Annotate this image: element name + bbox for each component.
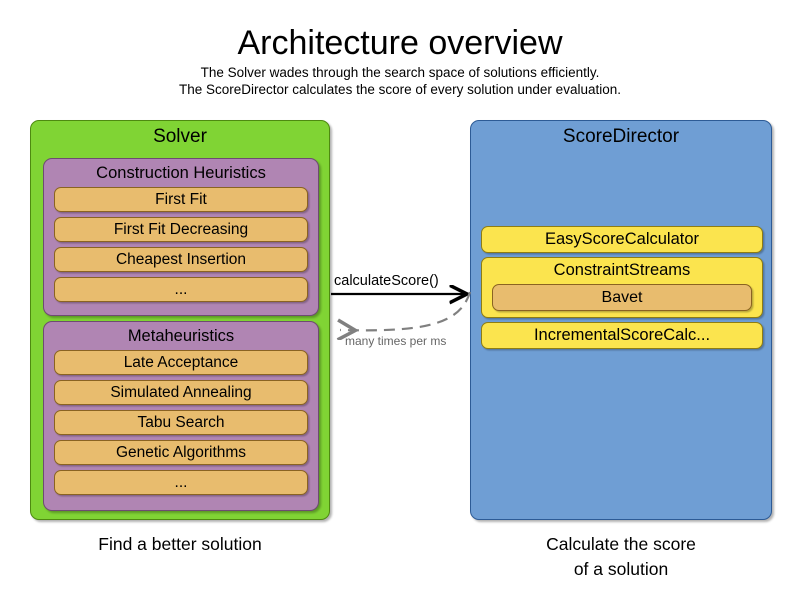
- many-times-per-ms-label: many times per ms: [345, 334, 447, 348]
- list-item[interactable]: ConstraintStreams Bavet: [481, 257, 763, 318]
- list-item[interactable]: Late Acceptance: [54, 350, 308, 375]
- bavet-item[interactable]: Bavet: [492, 284, 752, 311]
- metaheuristics-item-list: Late Acceptance Simulated Annealing Tabu…: [54, 350, 308, 495]
- page-title: Architecture overview: [237, 24, 563, 62]
- list-item[interactable]: EasyScoreCalculator: [481, 226, 763, 253]
- metaheuristics-title: Metaheuristics: [127, 327, 235, 345]
- list-item[interactable]: Genetic Algorithms: [54, 440, 308, 465]
- construction-heuristics-title: Construction Heuristics: [96, 164, 266, 182]
- scoredirector-panel-title: ScoreDirector: [562, 126, 680, 147]
- scoredirector-caption-line-1: Calculate the score: [546, 534, 696, 554]
- solver-panel-title: Solver: [153, 126, 207, 147]
- list-item[interactable]: Simulated Annealing: [54, 380, 308, 405]
- subtitle-line-2: The ScoreDirector calculates the score o…: [179, 82, 621, 97]
- many-times-per-ms-arrow: [340, 291, 472, 330]
- construction-heuristics-group[interactable]: Construction Heuristics First Fit First …: [43, 158, 319, 316]
- list-item[interactable]: First Fit Decreasing: [54, 217, 308, 242]
- solver-caption: Find a better solution: [98, 534, 262, 554]
- scoredirector-caption: Calculate the score of a solution: [470, 532, 772, 582]
- construction-heuristics-item-list: First Fit First Fit Decreasing Cheapest …: [54, 187, 308, 302]
- scoredirector-caption-line-2: of a solution: [573, 559, 669, 579]
- list-item[interactable]: IncrementalScoreCalc...: [481, 322, 763, 349]
- calculate-score-label: calculateScore(): [334, 273, 439, 289]
- scoredirector-panel[interactable]: ScoreDirector EasyScoreCalculator Constr…: [470, 120, 772, 520]
- subtitle-line-1: The Solver wades through the search spac…: [200, 65, 600, 80]
- list-item[interactable]: ...: [54, 277, 308, 302]
- list-item[interactable]: ...: [54, 470, 308, 495]
- score-calculator-list: EasyScoreCalculator ConstraintStreams Ba…: [481, 226, 763, 349]
- list-item[interactable]: First Fit: [54, 187, 308, 212]
- solver-panel[interactable]: Solver Construction Heuristics First Fit…: [30, 120, 330, 520]
- list-item[interactable]: Cheapest Insertion: [54, 247, 308, 272]
- metaheuristics-group[interactable]: Metaheuristics Late Acceptance Simulated…: [43, 321, 319, 511]
- header: Architecture overview The Solver wades t…: [0, 22, 800, 98]
- list-item[interactable]: Tabu Search: [54, 410, 308, 435]
- constraint-streams-label: ConstraintStreams: [553, 261, 691, 279]
